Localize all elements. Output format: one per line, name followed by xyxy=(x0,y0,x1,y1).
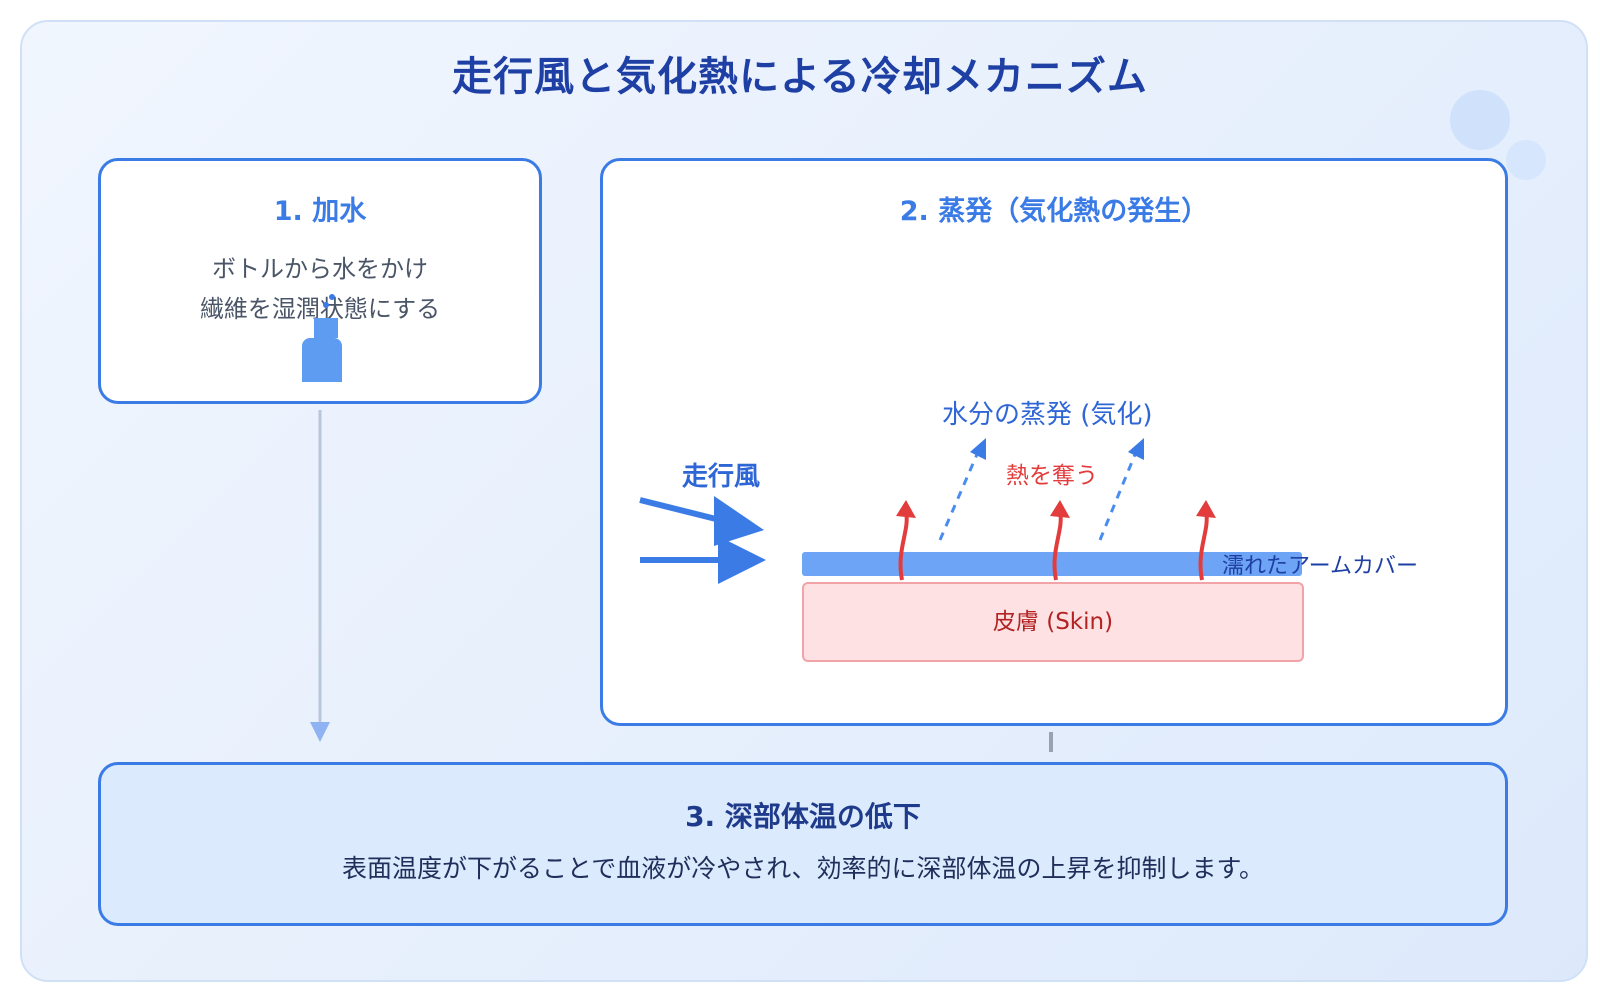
connector-step1-to-step3 xyxy=(310,410,330,742)
decorative-circle-small xyxy=(1506,140,1546,180)
evaporation-label: 水分の蒸発 (気化) xyxy=(942,400,1153,430)
step3-card: 3. 深部体温の低下 表面温度が下がることで血液が冷やされ、効率的に深部体温の上… xyxy=(98,762,1508,926)
page-title: 走行風と気化熱による冷却メカニズム xyxy=(452,54,1148,100)
evaporation-arrows xyxy=(938,438,1144,541)
heat-arrow-head-icon xyxy=(1050,500,1070,518)
step1-description: ボトルから水をかけ 繊維を湿潤状態にする xyxy=(101,249,539,329)
arm-cover-label: 濡れたアームカバー xyxy=(1222,554,1419,579)
water-drop-icon xyxy=(329,294,335,300)
heat-label: 熱を奪う xyxy=(1006,463,1098,489)
wind-label: 走行風 xyxy=(682,462,761,492)
step3-description: 表面温度が下がることで血液が冷やされ、効率的に深部体温の上昇を抑制します。 xyxy=(341,854,1264,883)
step3-title: 3. 深部体温の低下 xyxy=(685,800,921,833)
heat-arrow-head-icon xyxy=(896,500,916,518)
skin-label: 皮膚 (Skin) xyxy=(992,609,1114,635)
wind-arrow-head-icon xyxy=(714,496,764,546)
step1-card: 1. 加水 ボトルから水をかけ 繊維を湿潤状態にする xyxy=(98,158,542,404)
step1-desc-line1: ボトルから水をかけ xyxy=(212,255,428,283)
bottle-body xyxy=(302,338,342,382)
skin-layer: 皮膚 (Skin) xyxy=(802,582,1304,662)
evap-arrow-head-icon xyxy=(970,438,986,460)
wet-arm-cover xyxy=(802,552,1302,576)
heat-arrow-head-icon xyxy=(1196,500,1216,518)
water-drop-icon xyxy=(323,302,329,308)
arrow-down-icon xyxy=(310,722,330,742)
step1-title: 1. 加水 xyxy=(273,196,367,227)
decorative-circle-large xyxy=(1450,90,1510,150)
step2-title: 2. 蒸発（気化熱の発生） xyxy=(899,196,1209,227)
wind-arrows xyxy=(639,496,766,584)
wind-arrow-head-icon xyxy=(718,536,766,584)
heat-arrow-heads xyxy=(896,500,1216,518)
step2-card: 2. 蒸発（気化熱の発生） xyxy=(600,158,1508,726)
heat-arrows xyxy=(898,511,1209,581)
evap-arrow-head-icon xyxy=(1128,438,1144,460)
bottle-cap xyxy=(314,318,338,338)
